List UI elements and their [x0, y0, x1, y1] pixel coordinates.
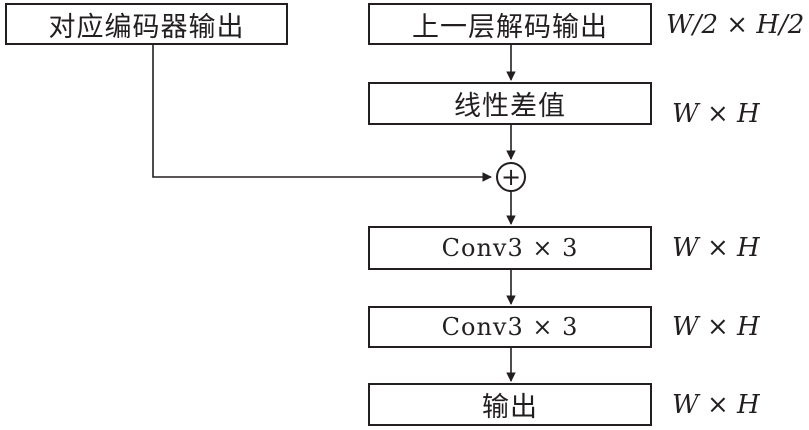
- conv2-label: Conv3 × 3: [441, 313, 579, 341]
- sum-node: +: [496, 162, 526, 192]
- dim-label-conv1: W × H: [672, 233, 760, 263]
- conv2-box: Conv3 × 3: [368, 306, 652, 348]
- output-box: 输出: [368, 383, 652, 426]
- arrow-encoder-to-sum: [152, 45, 492, 182]
- conv1-box: Conv3 × 3: [368, 226, 652, 270]
- upper-decoder-output-box: 上一层解码输出: [368, 3, 652, 45]
- encoder-output-box: 对应编码器输出: [5, 3, 288, 45]
- dim-label-upper-decoder: W/2 × H/2: [666, 10, 805, 40]
- dim-label-conv2: W × H: [672, 312, 760, 342]
- sum-symbol: +: [501, 163, 521, 191]
- dim-label-interp: W × H: [672, 99, 760, 129]
- conv1-label: Conv3 × 3: [441, 234, 579, 262]
- bilinear-interp-label: 线性差值: [454, 91, 566, 122]
- bilinear-interp-box: 线性差值: [368, 82, 652, 125]
- upper-decoder-output-label: 上一层解码输出: [412, 11, 608, 43]
- encoder-output-label: 对应编码器输出: [48, 11, 245, 43]
- dim-label-output: W × H: [672, 390, 760, 420]
- output-label: 输出: [482, 392, 538, 423]
